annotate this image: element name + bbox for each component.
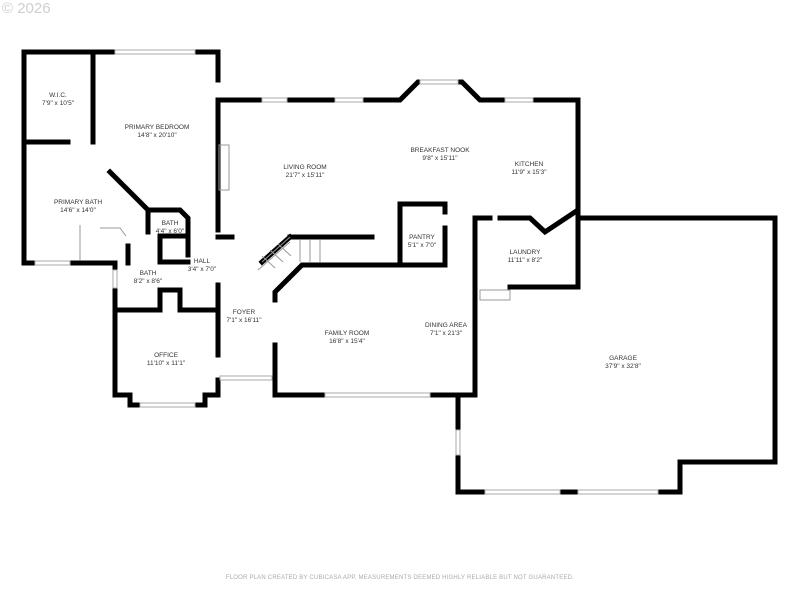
fixtures	[79, 144, 511, 301]
svg-text:DINING AREA: DINING AREA	[425, 322, 468, 329]
svg-text:LAUNDRY: LAUNDRY	[510, 249, 542, 256]
svg-text:11'9" x 15'3": 11'9" x 15'3"	[511, 169, 547, 176]
svg-text:8'2" x 8'6": 8'2" x 8'6"	[134, 278, 163, 285]
svg-text:HALL: HALL	[194, 258, 211, 265]
svg-text:5'1" x 7'0": 5'1" x 7'0"	[408, 242, 437, 249]
copyright-watermark: © 2026	[2, 0, 51, 17]
svg-text:PRIMARY BATH: PRIMARY BATH	[54, 199, 102, 206]
svg-text:FOYER: FOYER	[233, 309, 256, 316]
svg-text:OFFICE: OFFICE	[154, 352, 178, 359]
svg-text:7'1" x 21'3": 7'1" x 21'3"	[430, 330, 463, 337]
svg-text:11'10" x 11'1": 11'10" x 11'1"	[147, 360, 186, 367]
footer-disclaimer: FLOOR PLAN CREATED BY CUBICASA APP. MEAS…	[225, 575, 575, 581]
svg-text:PRIMARY BEDROOM: PRIMARY BEDROOM	[125, 124, 190, 131]
svg-text:PANTRY: PANTRY	[409, 234, 435, 241]
svg-text:FAMILY ROOM: FAMILY ROOM	[325, 330, 370, 337]
svg-text:KITCHEN: KITCHEN	[515, 161, 544, 168]
svg-text:9'8" x 15'11": 9'8" x 15'11"	[422, 155, 458, 162]
svg-text:14'6" x 14'0": 14'6" x 14'0"	[60, 207, 96, 214]
svg-text:GARAGE: GARAGE	[609, 355, 637, 362]
svg-text:7'9" x 10'5": 7'9" x 10'5"	[42, 100, 75, 107]
svg-text:LIVING ROOM: LIVING ROOM	[283, 164, 326, 171]
room-wic: W.I.C.7'9" x 10'5"	[42, 92, 75, 107]
svg-text:21'7" x 15'11": 21'7" x 15'11"	[286, 172, 325, 179]
svg-text:16'8" x 15'4": 16'8" x 15'4"	[329, 338, 365, 345]
windows	[34, 49, 659, 495]
svg-text:37'9" x 32'8": 37'9" x 32'8"	[605, 363, 641, 370]
svg-text:4'4" x 6'0": 4'4" x 6'0"	[156, 228, 185, 235]
svg-text:3'4" x 7'0": 3'4" x 7'0"	[188, 266, 217, 273]
svg-text:BATH: BATH	[162, 220, 179, 227]
svg-text:W.I.C.: W.I.C.	[49, 92, 67, 99]
svg-text:14'8" x 20'10": 14'8" x 20'10"	[137, 132, 177, 139]
svg-text:BATH: BATH	[140, 270, 157, 277]
walls	[21, 49, 778, 495]
svg-text:BREAKFAST NOOK: BREAKFAST NOOK	[410, 147, 470, 154]
svg-text:7'1" x 16'11": 7'1" x 16'11"	[226, 317, 262, 324]
svg-text:11'11" x 8'2": 11'11" x 8'2"	[508, 257, 543, 264]
room-labels: W.I.C.7'9" x 10'5" PRIMARY BEDROOM14'8" …	[42, 92, 642, 370]
